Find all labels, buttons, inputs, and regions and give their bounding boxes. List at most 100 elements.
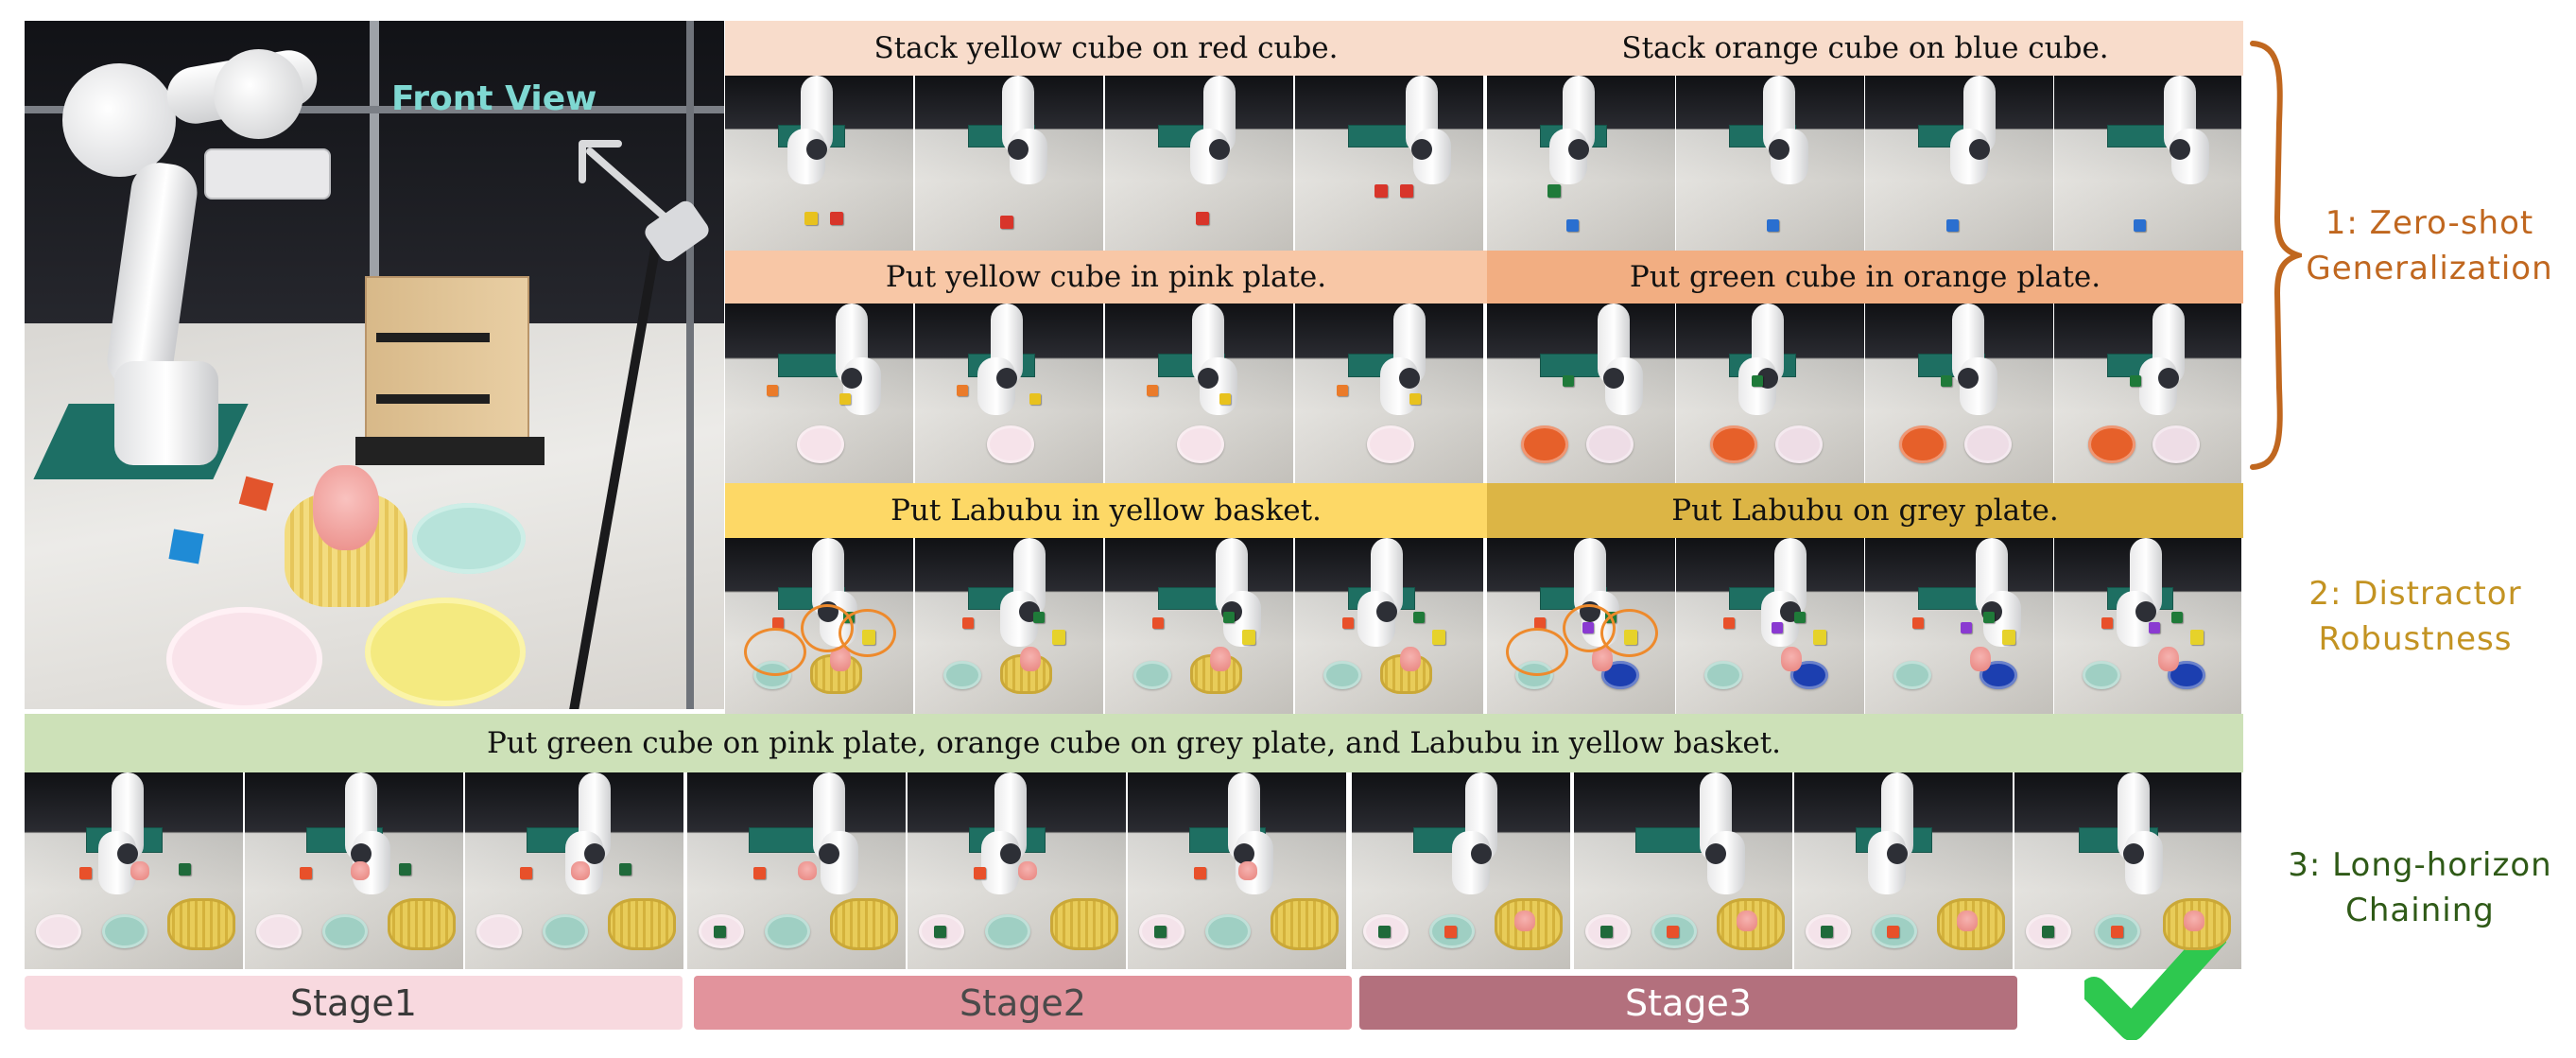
task-caption-stack-yellow-red: Stack yellow cube on red cube. (725, 21, 1487, 76)
red-cube (2101, 616, 2113, 629)
robot-arm (1219, 772, 1275, 911)
task-caption-yellow-pink-plate: Put yellow cube in pink plate. (725, 251, 1487, 304)
green-cube (2171, 612, 2183, 624)
grey-plate (984, 913, 1030, 948)
green-cube (1599, 926, 1613, 939)
category-distractor: 2: Distractor Robustness (2278, 571, 2552, 662)
yellow-cup (2190, 629, 2204, 645)
labubu-toy (1957, 910, 1979, 931)
robot-joint (1958, 368, 1980, 390)
robot-arm (1754, 76, 1810, 199)
scene-frame (2014, 772, 2243, 969)
pink-plate (255, 913, 302, 948)
workspace-mat (2107, 124, 2173, 147)
scene-frame (908, 772, 1128, 969)
red-cube (1374, 183, 1389, 198)
orange-cube (1886, 926, 1899, 939)
labubu-toy (2158, 647, 2179, 672)
robot-wrist (214, 49, 303, 139)
red-cube (1534, 616, 1547, 629)
scene-frame (1295, 76, 1485, 251)
orange-cube (973, 866, 986, 879)
drawer-handle (376, 394, 490, 404)
labubu-toy (1017, 860, 1037, 880)
cabinet-stand (355, 437, 545, 465)
scene-frame (1128, 772, 1348, 969)
grey-plate (321, 913, 368, 948)
labubu-toy (130, 860, 149, 880)
scene-frame (1574, 772, 1794, 969)
yellow-basket (608, 898, 677, 951)
grey-plate (943, 661, 982, 690)
yellow-basket (1050, 898, 1119, 951)
orange-cube (1666, 926, 1679, 939)
purple-cube (1960, 622, 1972, 634)
yellow-cup (1051, 629, 1065, 645)
green-cube (1820, 926, 1833, 939)
red-cube (1723, 616, 1736, 629)
orange-plate (1899, 425, 1947, 464)
scene-frame (25, 772, 245, 969)
grey-plate (1204, 913, 1251, 948)
robot-joint (2135, 600, 2156, 622)
grey-plate (1133, 661, 1172, 690)
grey-plate (101, 913, 147, 948)
yellow-cube (1219, 393, 1231, 405)
orange-cube (79, 866, 93, 879)
workspace-mat (778, 354, 845, 377)
yellow-cube (804, 212, 819, 226)
yellow-cup (2001, 629, 2015, 645)
robot-joint (1008, 138, 1029, 160)
green-cube (399, 862, 412, 876)
robot-arm (1690, 772, 1747, 911)
scene-frame (1794, 772, 2014, 969)
robot-arm (1549, 76, 1610, 199)
labubu-toy (2184, 910, 2205, 931)
robot-joint (2158, 368, 2179, 390)
task-caption-labubu-grey-plate: Put Labubu on grey plate. (1487, 483, 2243, 538)
scene-frame (465, 772, 685, 969)
robot-arm (1206, 538, 1263, 661)
task-caption-stack-orange-blue: Stack orange cube on blue cube. (1487, 21, 2243, 76)
blue-cube (1767, 218, 1780, 232)
robot-joint (1602, 368, 1624, 390)
green-cube (1222, 612, 1235, 624)
orange-cube (520, 866, 533, 879)
red-cube (1000, 216, 1014, 229)
front-view-arrow-icon (579, 140, 671, 223)
red-cube (1342, 616, 1355, 629)
success-checkmark-icon (2084, 922, 2226, 1040)
robot-arm (1451, 772, 1513, 911)
robot-arm (1183, 304, 1239, 429)
robot-arm (1357, 538, 1418, 661)
robot-joint (116, 842, 138, 864)
orange-cube (1193, 866, 1206, 879)
category-distractor-line2: Robustness (2318, 620, 2513, 658)
green-cube (1153, 926, 1167, 939)
scene-frame (1865, 304, 2055, 483)
task-caption-long-horizon: Put green cube on pink plate, orange cub… (25, 714, 2243, 772)
yellow-basket (830, 898, 899, 951)
frame-rail (370, 21, 379, 380)
robot-arm (980, 772, 1042, 911)
labubu-toy (570, 860, 590, 880)
pink-plate (1963, 425, 2012, 464)
blue-cube (168, 529, 204, 564)
orange-cube (767, 384, 779, 396)
red-cube (772, 616, 785, 629)
robot-arm (1588, 304, 1645, 429)
scene-frame (1352, 772, 1572, 969)
wooden-cabinet (365, 276, 529, 441)
green-cube (1412, 612, 1425, 624)
task-caption-labubu-basket: Put Labubu in yellow basket. (725, 483, 1487, 538)
scene-frame (1865, 538, 2055, 714)
robot-joint (2123, 842, 2145, 864)
labubu-toy (829, 647, 851, 672)
orange-plate (2088, 425, 2135, 464)
front-view-label: Front View (391, 79, 597, 118)
scene-frame (1105, 76, 1295, 251)
scene-frame (245, 772, 465, 969)
orange-cube (1444, 926, 1457, 939)
scene-frame (1105, 538, 1295, 714)
workspace-mat (1158, 587, 1225, 611)
